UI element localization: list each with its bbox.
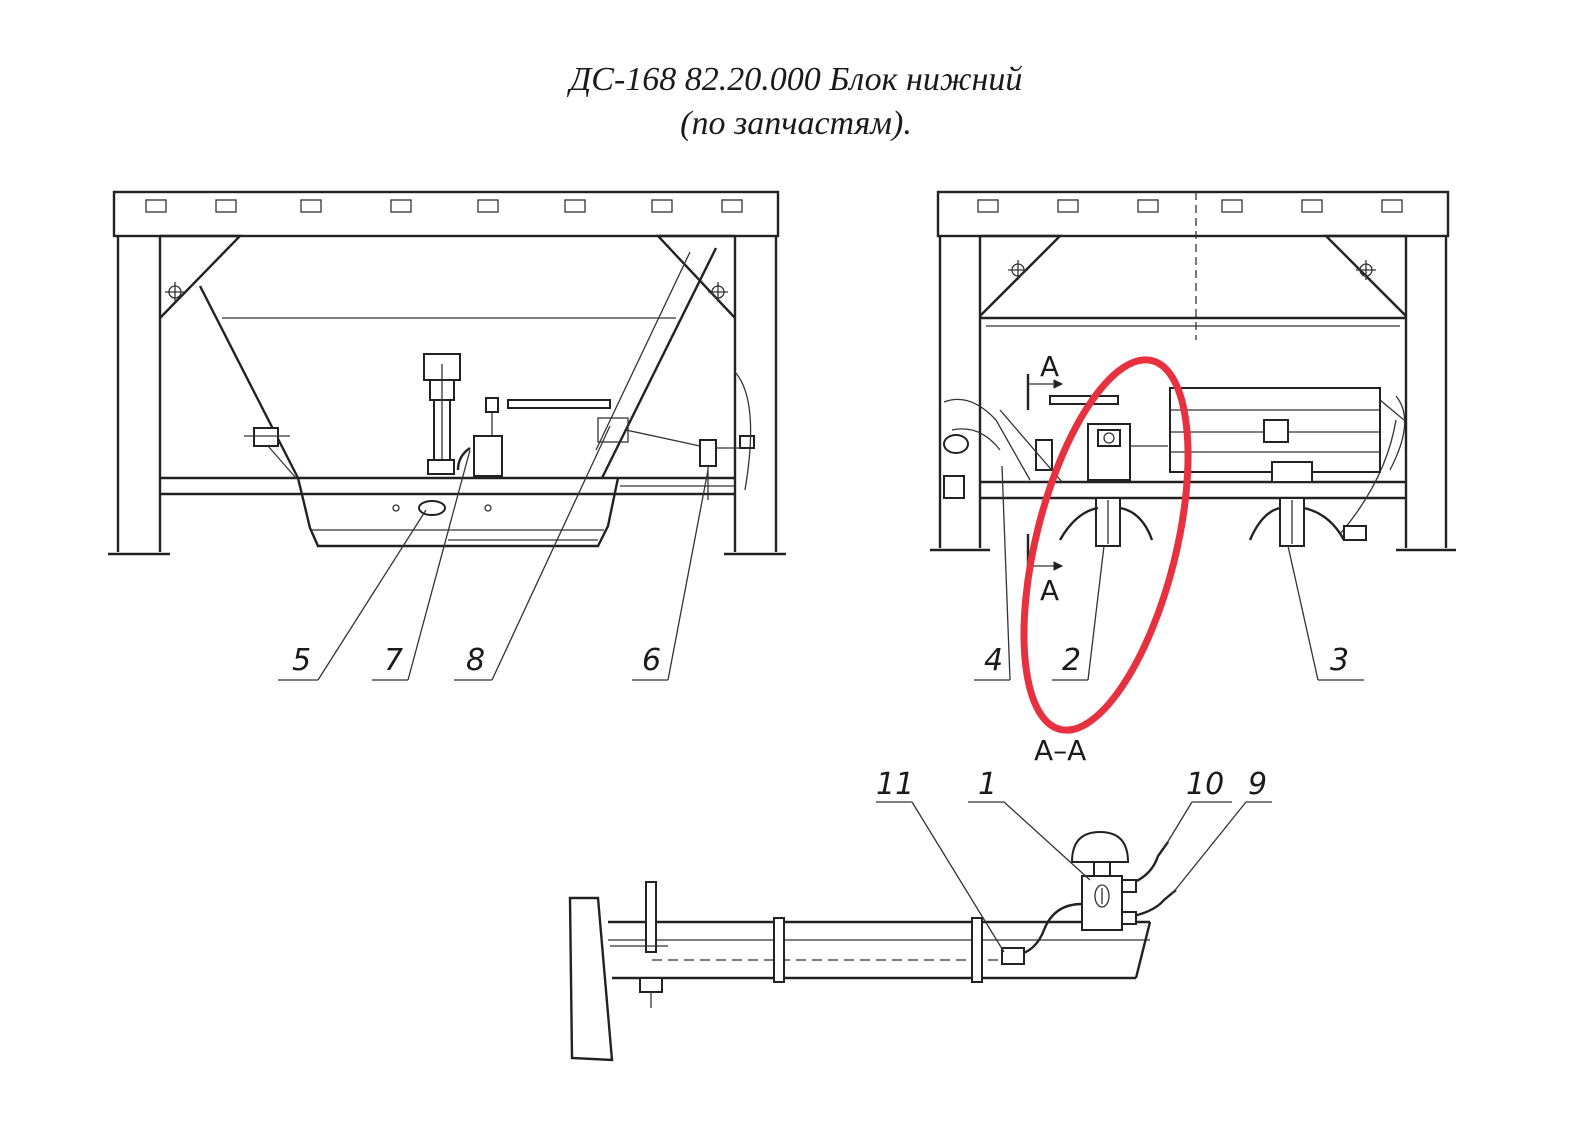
- callout-9: 9: [1248, 767, 1267, 802]
- callout-2: 2: [1062, 643, 1081, 678]
- section-mark-top-label: A: [1040, 350, 1059, 383]
- leader-3: [1287, 545, 1319, 681]
- callout-7: 7: [384, 643, 403, 678]
- left-view: [108, 190, 786, 556]
- drawing-title-line2: (по запчастям).: [680, 105, 912, 142]
- left-legs: [108, 236, 786, 556]
- leader-2: [1087, 545, 1105, 681]
- left-beam-slots: [145, 199, 743, 213]
- section-callouts: 11 1 10 9: [876, 767, 1272, 953]
- right-gussets: [979, 234, 1407, 317]
- section-clamp-1: [773, 917, 785, 983]
- callout-10: 10: [1186, 767, 1224, 802]
- leader-7: [407, 449, 471, 681]
- callout-4: 4: [984, 643, 1003, 678]
- right-view: A A: [930, 190, 1456, 607]
- leader-8: [491, 425, 611, 681]
- drawing-title: ДС-168 82.20.000 Блок нижний (по запчаст…: [0, 58, 1592, 146]
- section-hoses: [1001, 841, 1177, 965]
- right-left-mechanism: [943, 398, 1063, 499]
- section-wall: [568, 896, 614, 1062]
- section-mark-bottom-label: A: [1040, 574, 1059, 607]
- left-lever-mechanism: [699, 371, 755, 500]
- section-label: A–A: [1034, 734, 1086, 767]
- right-drum-assembly: [1169, 387, 1406, 483]
- right-callouts: 4 2 3: [974, 465, 1364, 681]
- leader-11: [911, 801, 1005, 953]
- right-bottom-block: [1248, 419, 1397, 547]
- highlight-ellipse: [1020, 356, 1192, 734]
- leader-6: [667, 469, 709, 681]
- left-vibrator-assembly: [423, 353, 503, 477]
- right-beam-slots: [977, 199, 1403, 213]
- leader-9: [1171, 801, 1247, 895]
- callout-1: 1: [978, 767, 997, 802]
- left-callouts: 5 7 8 6: [278, 425, 709, 681]
- section-clamp-2: [971, 917, 983, 983]
- callout-11: 11: [876, 767, 914, 802]
- callout-5: 5: [292, 643, 311, 678]
- section-view: [568, 830, 1177, 1062]
- leader-1: [1003, 801, 1091, 881]
- right-rod: [1049, 395, 1119, 405]
- callout-8: 8: [466, 643, 485, 678]
- drawing-title-line1: ДС-168 82.20.000 Блок нижний: [569, 61, 1023, 98]
- leader-4: [1001, 465, 1011, 681]
- leader-5: [317, 509, 427, 681]
- vibrator-block: [1058, 423, 1168, 547]
- right-top-beam: [936, 190, 1450, 238]
- left-top-beam: [112, 190, 780, 238]
- callout-3: 3: [1330, 643, 1349, 678]
- callout-6: 6: [642, 643, 661, 678]
- left-gussets: [159, 234, 736, 319]
- left-inspection-hatch: [392, 500, 492, 516]
- leader-10: [1163, 801, 1193, 849]
- left-rods: [507, 399, 701, 447]
- section-bolt-assembly: [610, 881, 668, 1008]
- left-side-bracket: [244, 427, 297, 479]
- left-frame-rail: [160, 476, 735, 496]
- right-hopper-bottom: [980, 316, 1406, 327]
- right-legs: [930, 236, 1456, 552]
- section-mark: A A: [1026, 350, 1064, 607]
- section-vibrator: [1070, 830, 1130, 931]
- left-hopper: [198, 247, 718, 548]
